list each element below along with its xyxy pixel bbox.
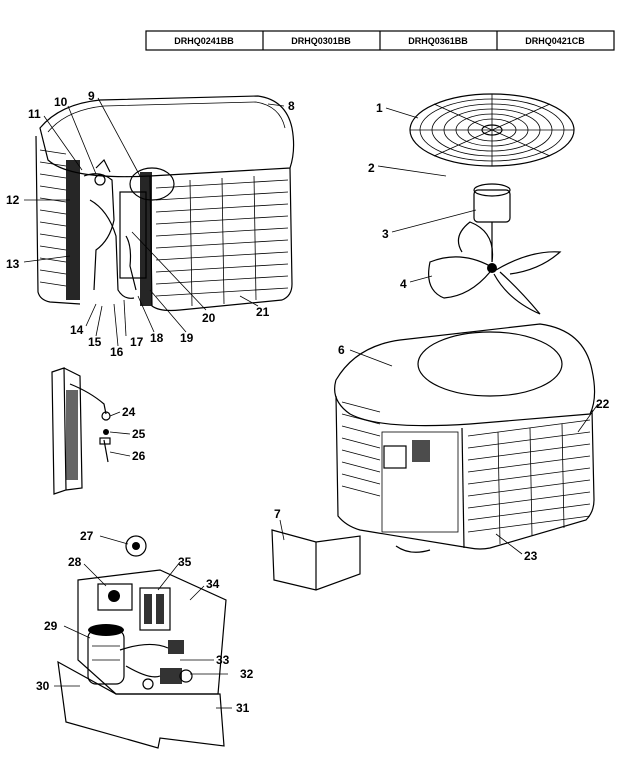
part-label-15: 15 [88,335,102,349]
part-label-1: 1 [376,101,383,115]
part-label-18: 18 [150,331,164,345]
part-label-35: 35 [178,555,192,569]
part-number-labels: 1 2 3 4 6 7 8 9 10 11 12 13 14 15 16 17 … [6,89,610,715]
part-label-4: 4 [400,277,407,291]
part-label-34: 34 [206,577,220,591]
part-label-17: 17 [130,335,144,349]
leader-lines-bracket [109,411,131,457]
part-label-14: 14 [70,323,84,337]
model-number-table: DRHQ0241BB DRHQ0301BB DRHQ0361BB DRHQ042… [145,30,615,51]
part-label-26: 26 [132,449,146,463]
part-label-31: 31 [236,701,250,715]
part-label-10: 10 [54,95,68,109]
part-label-12: 12 [6,193,20,207]
model-cell-1: DRHQ0241BB [174,36,234,46]
part-label-21: 21 [256,305,270,319]
leader-lines-unit2 [349,349,599,555]
part-label-13: 13 [6,257,20,271]
part-label-33: 33 [216,653,230,667]
control-box-assembly [57,535,227,749]
leader-lines-fan [377,107,477,283]
part-label-19: 19 [180,331,194,345]
condenser-unit-assembled [334,323,596,553]
part-label-16: 16 [110,345,124,359]
part-label-29: 29 [44,619,58,633]
part-label-25: 25 [132,427,146,441]
leader-lines-unit1 [23,97,285,347]
part-label-2: 2 [368,161,375,175]
part-label-11: 11 [28,107,41,121]
bracket-assembly [51,367,111,495]
part-label-3: 3 [382,227,389,241]
part-label-22: 22 [596,397,610,411]
part-label-20: 20 [202,311,216,325]
part-label-28: 28 [68,555,82,569]
model-cell-2: DRHQ0301BB [291,36,351,46]
model-cell-4: DRHQ0421CB [525,36,585,46]
part-label-9: 9 [88,89,95,103]
part-label-24: 24 [122,405,136,419]
part-label-8: 8 [288,99,295,113]
service-panel [271,519,361,591]
condenser-unit-exploded [35,95,295,312]
fan-assembly [409,93,575,315]
part-label-7: 7 [274,507,281,521]
part-label-27: 27 [80,529,94,543]
leader-lines-control [54,535,232,709]
part-label-6: 6 [338,343,345,357]
part-label-30: 30 [36,679,50,693]
part-label-23: 23 [524,549,538,563]
part-label-32: 32 [240,667,254,681]
model-cell-3: DRHQ0361BB [408,36,468,46]
